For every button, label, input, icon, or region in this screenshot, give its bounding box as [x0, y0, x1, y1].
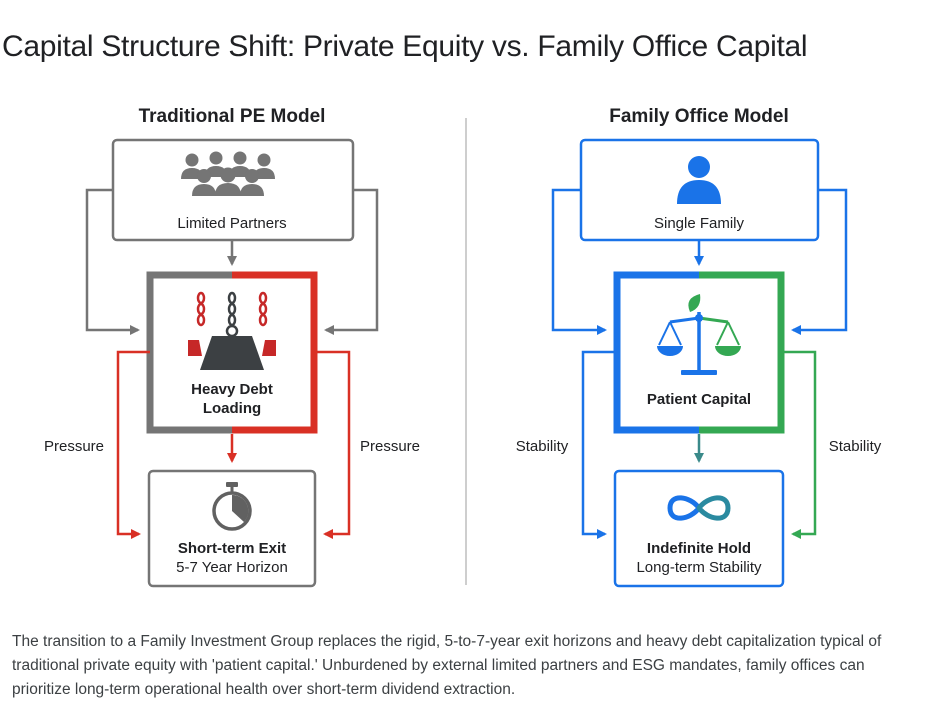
fo-top-box-label: Single Family [654, 215, 745, 232]
diagram-caption: The transition to a Family Investment Gr… [12, 633, 882, 698]
fo-arrow-right-outer [791, 188, 848, 335]
people-group-icon [181, 151, 275, 196]
fo-left-loop-label: Stability [516, 438, 569, 455]
pe-center-box-line-2: Loading [203, 400, 261, 417]
infinity-icon [667, 495, 731, 521]
pe-left-loop-label: Pressure [44, 438, 104, 455]
fo-arrow-left-outer [551, 188, 607, 335]
pe-arrow-pressure-left [116, 350, 150, 539]
pe-top-box-label: Limited Partners [177, 215, 286, 232]
fo-right-loop-label: Stability [829, 438, 882, 455]
comparison-diagram: Traditional PE Model Limited Partners He… [44, 106, 882, 588]
fo-arrow-stability-left [581, 350, 617, 539]
pe-model-heading: Traditional PE Model [139, 106, 326, 127]
pe-right-loop-label: Pressure [360, 438, 420, 455]
pe-bottom-box-title: Short-term Exit [178, 540, 286, 557]
fo-bottom-box-title: Indefinite Hold [647, 540, 751, 557]
person-icon [677, 156, 721, 204]
fo-center-box-label: Patient Capital [647, 391, 751, 408]
chained-weight-icon [188, 291, 276, 370]
fo-bottom-box-subtitle: Long-term Stability [636, 559, 762, 576]
stopwatch-icon [212, 482, 252, 531]
pe-bottom-box-subtitle: 5-7 Year Horizon [176, 559, 288, 576]
pe-center-box-line-1: Heavy Debt [191, 381, 273, 398]
fo-model-heading: Family Office Model [609, 106, 788, 127]
pe-arrow-right-outer [324, 188, 379, 335]
pe-arrow-pressure-right [314, 350, 351, 539]
balance-scale-leaf-icon [657, 294, 741, 375]
fo-indefinite-hold-box [613, 469, 785, 588]
fo-arrow-stability-right [781, 350, 817, 539]
pe-arrow-left-outer [85, 188, 140, 335]
page-title: Capital Structure Shift: Private Equity … [2, 30, 808, 63]
